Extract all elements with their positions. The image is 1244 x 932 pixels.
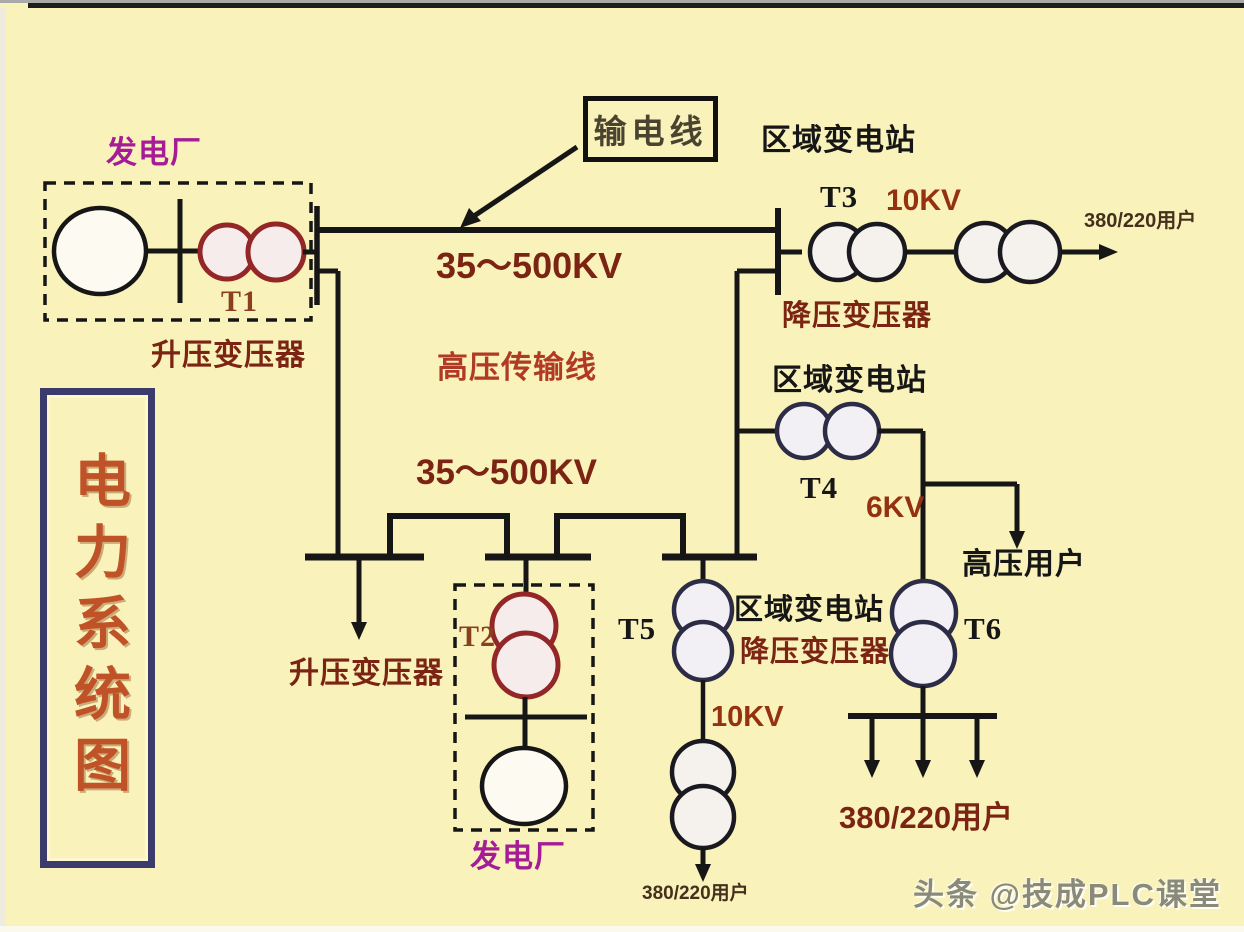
t3-row-group — [737, 208, 1118, 295]
stepdown-transformer1-caption: 降压变压器 — [782, 300, 933, 332]
hv-users-label: 高压用户 — [962, 548, 1086, 581]
transformer-t5-coil2 — [671, 619, 735, 683]
kv6-label: 6KV — [866, 491, 925, 524]
substation3-title: 区域变电站 — [734, 594, 885, 626]
stepdown-transformer2-caption: 降压变压器 — [740, 636, 891, 668]
title-panel: 电力系统图 — [40, 388, 155, 868]
users-380-220-top: 380/220用户 — [1084, 210, 1197, 232]
t6-label: T6 — [964, 611, 1003, 646]
t5-branch-group — [669, 559, 737, 882]
transmission-pointer-arrow — [460, 144, 579, 228]
users-380-220-right: 380/220用户 — [839, 800, 1014, 835]
stepup-transformer2-caption: 升压变压器 — [289, 657, 444, 690]
plant1-dashed-box — [43, 181, 313, 322]
page-title: 电力系统图 — [65, 450, 130, 806]
t4-branch-group — [734, 271, 1025, 584]
t5-label: T5 — [618, 611, 657, 646]
plant1-label: 发电厂 — [106, 135, 202, 170]
transformer-t6-coil2 — [888, 619, 958, 689]
kv-label-top: 35～500KV — [436, 245, 623, 286]
generator2-circle — [479, 745, 569, 827]
users-arrow-right — [1099, 244, 1118, 260]
hv-users-arrow — [1009, 531, 1025, 549]
substation2-title: 区域变电站 — [772, 364, 927, 397]
photo-edge-bottom — [0, 926, 1244, 932]
transformer-t2-coil2 — [491, 630, 561, 700]
photo-edge-left — [0, 8, 6, 932]
bus-bridge1 — [387, 513, 510, 557]
photo-edge-top-dark — [28, 3, 1244, 8]
plant1-symbol-group — [43, 181, 320, 322]
middle-bus-group — [305, 513, 757, 640]
hv-transmission-line-label: 高压传输线 — [437, 350, 597, 385]
t4-label: T4 — [800, 470, 839, 505]
bus-bridge2 — [554, 513, 686, 557]
distribution-transformer2-coil2 — [669, 783, 737, 851]
feeder-out-arrow — [351, 622, 367, 640]
t3-label: T3 — [820, 179, 859, 214]
top-bus-group — [317, 227, 778, 559]
kv10-label-top: 10KV — [886, 184, 962, 217]
users-380-220-bottom: 380/220用户 — [642, 883, 749, 904]
transformer-t1-coil2 — [245, 221, 307, 283]
plant2-symbol-group — [453, 557, 595, 832]
watermark-text: 头条 @技成PLC课堂 — [913, 877, 1222, 912]
transformer-t3-coil2 — [846, 221, 908, 283]
substation1-title: 区域变电站 — [761, 124, 916, 157]
users-arrow-bottom — [695, 864, 711, 882]
generator1-circle — [51, 205, 149, 297]
stepup-transformer1-caption: 升压变压器 — [151, 339, 306, 372]
t1-label: T1 — [221, 285, 259, 318]
plant2-label: 发电厂 — [470, 839, 566, 874]
kv10-label-bottom: 10KV — [711, 701, 784, 733]
kv-label-mid: 35～500KV — [416, 453, 597, 492]
t6-branch-group — [848, 578, 997, 778]
transmission-line-callout-box: 输电线 — [583, 96, 718, 162]
t2-label: T2 — [459, 620, 497, 653]
transformer-t4-coil2 — [822, 401, 882, 461]
photo-edge-top — [0, 0, 1244, 3]
distribution-transformer1-coil2 — [997, 219, 1063, 285]
